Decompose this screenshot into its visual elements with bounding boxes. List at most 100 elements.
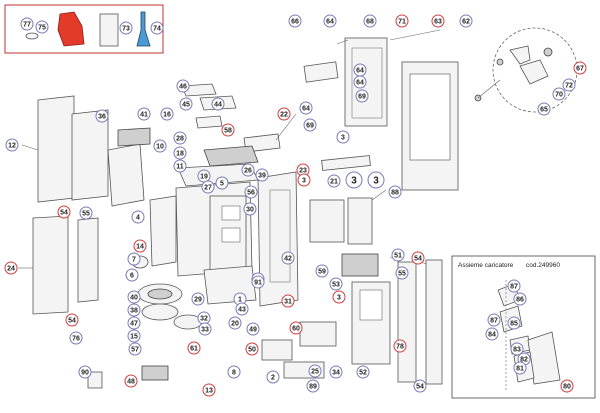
callout-circle [245,342,259,356]
callout-number: 67 [576,66,584,73]
callout-circle [266,370,280,384]
callout-circle [485,327,499,341]
callout-number: 19 [200,174,208,181]
callout-circle [355,89,369,103]
callout-67: 67 [573,61,587,75]
callout-5: 5 [215,176,229,190]
callout-circle [4,261,18,275]
callout-20: 20 [228,316,242,330]
callout-54: 54 [411,251,425,265]
callout-number: 91 [254,280,262,287]
callout-number: 44 [214,102,222,109]
callout-number: 34 [332,370,340,377]
callout-circle [315,264,329,278]
callout-number: 87 [490,318,498,325]
callout-number: 66 [291,19,299,26]
callout-circle [202,383,216,397]
callout-circle [388,185,402,199]
callout-46: 46 [176,79,190,93]
callout-number: 84 [488,332,496,339]
callout-number: 7 [132,257,136,264]
callout-number: 3 [302,178,306,185]
callout-86: 86 [513,292,527,306]
callout-number: 64 [356,68,364,75]
callout-circle [353,75,367,89]
callout-circle [363,14,377,28]
callout-58: 58 [221,123,235,137]
callout-59: 59 [315,264,329,278]
callout-6: 6 [125,268,139,282]
callout-number: 61 [190,346,198,353]
callout-circle [459,14,473,28]
callout-circle [562,78,576,92]
callout-circle [20,17,34,31]
callout-circle [395,266,409,280]
assembly-code: cod.249960 [526,262,560,269]
callout-57: 57 [128,342,142,356]
callout-number: 32 [200,316,208,323]
callout-4: 4 [131,210,145,224]
callout-circle [367,171,385,189]
callout-number: 15 [130,334,138,341]
callout-number: 88 [391,190,399,197]
callout-number: 5 [220,181,224,188]
callout-18: 18 [173,146,187,160]
callout-number: 3 [337,295,341,302]
callout-62: 62 [459,14,473,28]
callout-circle [228,316,242,330]
callout-circle [173,146,187,160]
callout-number: 23 [299,168,307,175]
callout-80: 80 [560,379,574,393]
callout-73: 73 [119,21,133,35]
callout-number: 48 [127,379,135,386]
callout-54: 54 [65,313,79,327]
callout-number: 4 [136,215,140,222]
callout-circle [187,341,201,355]
callout-number: 38 [130,308,138,315]
callout-number: 49 [249,327,257,334]
callout-10: 10 [153,139,167,153]
callout-circle [173,131,187,145]
callout-circle [281,251,295,265]
callout-circle [323,14,337,28]
callout-38: 38 [127,303,141,317]
callout-circle [125,268,139,282]
callout-50: 50 [245,342,259,356]
callout-circle [329,277,343,291]
callout-circle [127,303,141,317]
callout-circle [345,171,363,189]
callout-44: 44 [211,97,225,111]
callout-number: 89 [309,384,317,391]
door-assembly [303,29,459,191]
callout-number: 70 [555,92,563,99]
callout-circle [332,290,346,304]
callout-circle [336,130,350,144]
callout-39: 39 [255,168,269,182]
callout-circle [57,205,71,219]
callout-85: 85 [507,316,521,330]
callout-45: 45 [179,97,193,111]
callout-41: 41 [137,107,151,121]
callout-number: 52 [359,370,367,377]
callout-number: 64 [326,19,334,26]
callout-64: 64 [323,14,337,28]
callout-circle [211,97,225,111]
callout-number: 40 [130,295,138,302]
callout-circle [281,294,295,308]
callout-61: 61 [187,341,201,355]
callout-52: 52 [356,365,370,379]
callout-circle [198,322,212,336]
callout-69: 69 [303,118,317,132]
callout-number: 29 [194,297,202,304]
callout-circle [288,14,302,28]
callout-3: 3 [297,173,311,187]
washer-part [25,32,39,40]
callout-number: 57 [131,347,139,354]
callout-64: 64 [299,101,313,115]
callout-number: 2 [271,375,275,382]
callout-number: 59 [318,269,326,276]
callout-55: 55 [79,206,93,220]
callout-24: 24 [4,261,18,275]
callout-number: 55 [82,211,90,218]
callout-65: 65 [537,102,551,116]
